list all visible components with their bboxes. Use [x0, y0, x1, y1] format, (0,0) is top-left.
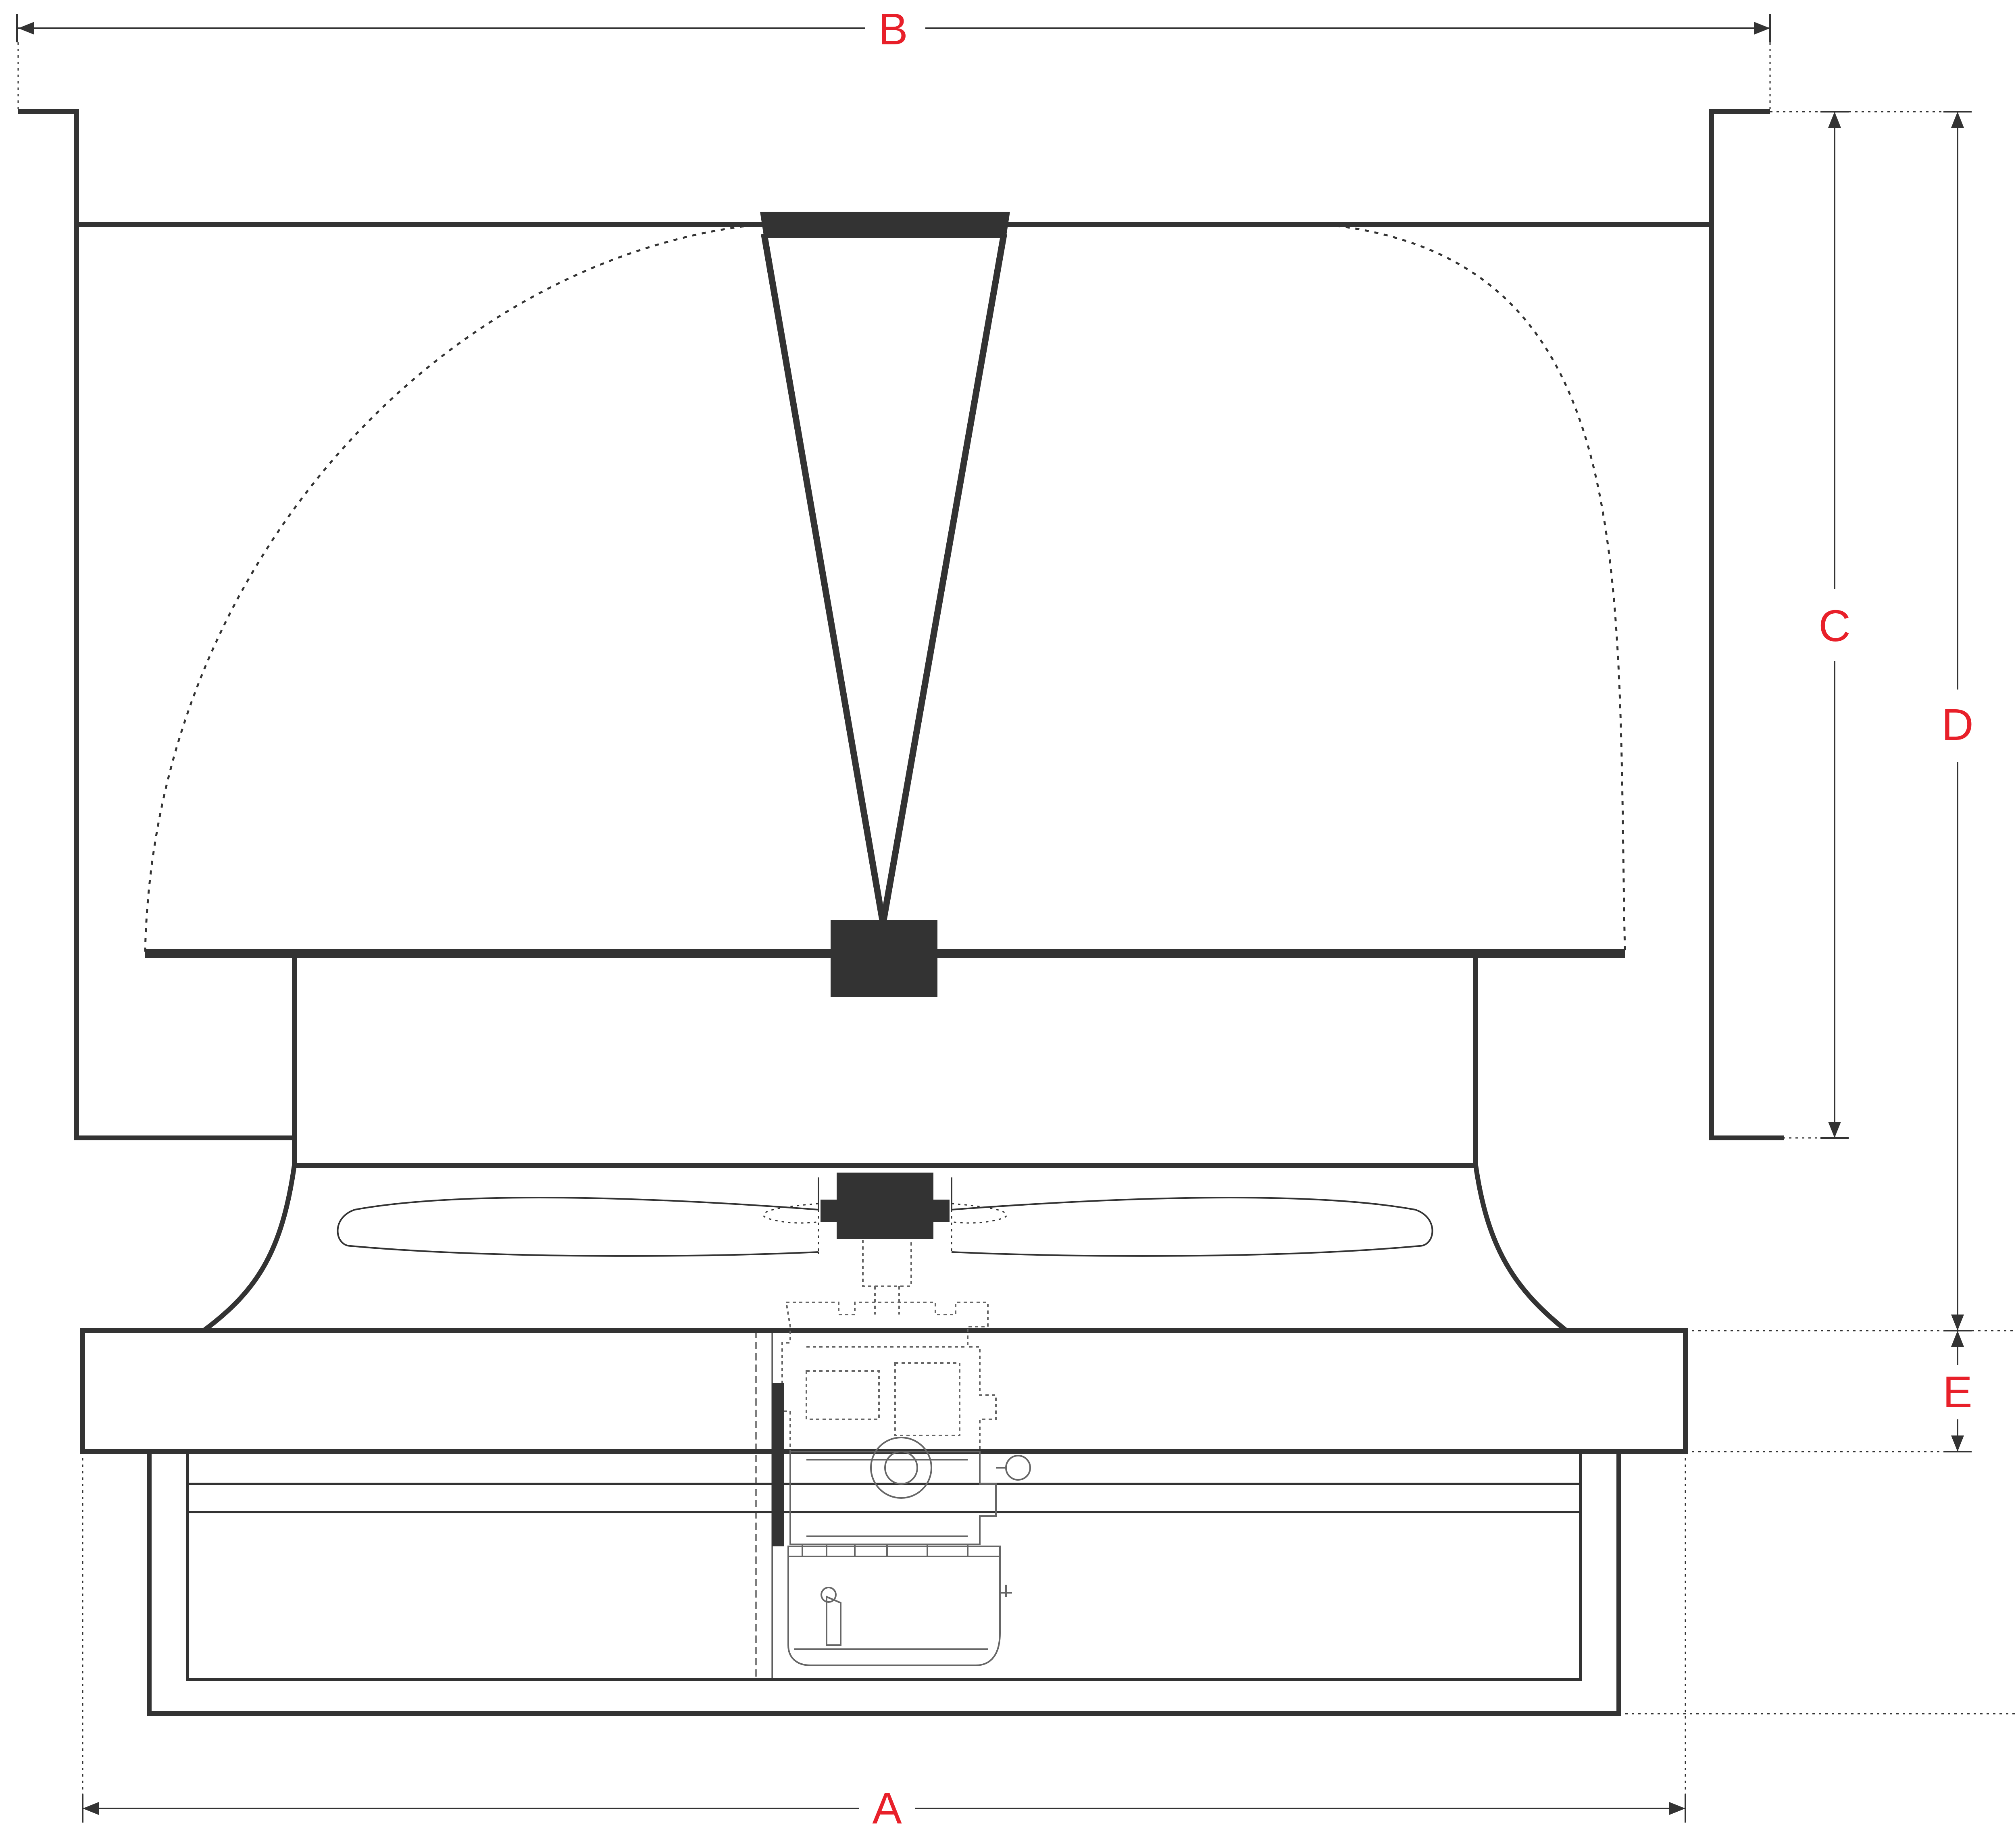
dimension-c-label: C — [1818, 601, 1850, 651]
curb-outer — [147, 1452, 1621, 1716]
fan-hub — [837, 1173, 933, 1239]
gearbox-bearing — [870, 1437, 932, 1499]
fan-blade-rotation — [762, 1203, 1008, 1224]
dimension-a-label: A — [872, 1783, 902, 1825]
shaft-outline — [862, 1240, 912, 1315]
damper-hub — [831, 920, 937, 997]
fan-hub-collar-left — [821, 1200, 837, 1222]
fan-blade-root — [818, 1177, 952, 1254]
dimension-d-label: D — [1941, 700, 1973, 750]
venturi-inlet — [202, 1165, 1568, 1333]
damper-triangle — [761, 233, 1007, 924]
motor-conduit — [1000, 1585, 1012, 1597]
curb-cap — [80, 1328, 1688, 1454]
fan-propeller — [337, 1173, 1433, 1257]
dimension-a: A — [82, 1452, 1686, 1825]
gearbox-inner-hidden — [806, 1346, 968, 1436]
lifting-eye — [1005, 1455, 1031, 1481]
dimension-b-label: B — [878, 4, 908, 54]
motor-body — [787, 1556, 1001, 1666]
motor-mount-post — [772, 1383, 784, 1546]
fan-blade-right — [951, 1197, 1433, 1257]
motor-handle — [826, 1595, 841, 1646]
dimension-e: E — [1685, 1330, 1972, 1452]
damper-support — [760, 212, 1010, 924]
motor-top-band — [787, 1544, 1001, 1557]
damper-top-bar — [760, 212, 1010, 238]
hood-outline — [18, 109, 1784, 1140]
gearbox-outline-hidden — [781, 1302, 997, 1452]
windband-outline — [292, 956, 1478, 1168]
fan-hub-collar-right — [933, 1200, 950, 1222]
dimension-c: C — [1712, 111, 1851, 1139]
dimension-e-label: E — [1943, 1367, 1972, 1417]
fan-blade-left — [337, 1197, 819, 1257]
curb-box — [147, 1452, 1621, 1716]
gearbox-visible — [789, 1451, 997, 1545]
motor-assembly — [781, 1302, 1031, 1666]
motor-bolt — [821, 1587, 837, 1603]
dimension-d: D — [1849, 111, 1974, 1331]
damper-swing-arc — [144, 223, 1626, 952]
dimension-f: F — [1619, 1330, 2016, 1715]
drive-shaft — [862, 1240, 912, 1315]
dimension-b: B — [16, 4, 1771, 112]
curb-inner — [186, 1452, 1582, 1681]
gearbox-bearing-inner — [884, 1451, 918, 1485]
